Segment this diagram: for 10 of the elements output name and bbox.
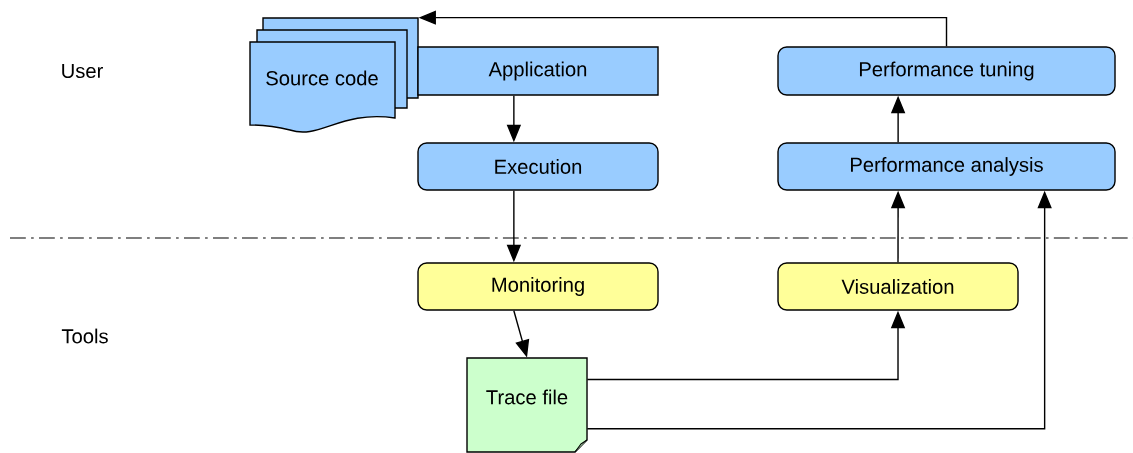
process-box: Performance tuning [777, 46, 1116, 96]
process-box: Performance analysis [777, 142, 1116, 191]
lane-label: Tools [61, 328, 108, 344]
document-stack: Source code [249, 17, 419, 133]
lane-label: User [62, 63, 103, 79]
tool-box: Visualization [777, 262, 1019, 311]
file-note: Trace file [466, 357, 588, 453]
process-box: Execution [417, 142, 659, 191]
process-box: Application [417, 46, 659, 96]
tool-box: Monitoring [417, 262, 659, 311]
